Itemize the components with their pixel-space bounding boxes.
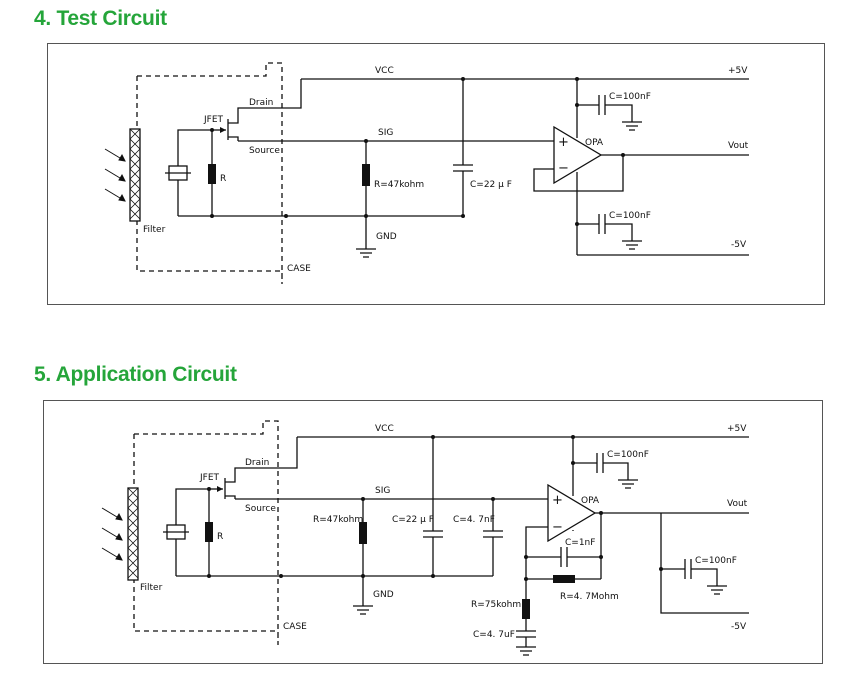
plus5v-label: +5V [728,66,748,76]
vout-label: Vout [727,499,748,509]
svg-text:−: − [558,161,569,176]
bypass-capacitor-top [596,453,604,473]
r47k-label: R=47kohm [313,515,363,525]
filter-hatch [129,128,141,220]
ground-symbol [356,248,376,258]
drain-label: Drain [245,458,269,468]
r75k-label: R=75kohm [471,600,521,610]
filter-hatch [127,487,139,579]
resistor-75k [522,599,530,619]
gate-resistor [208,164,216,184]
incident-light-arrows [101,507,123,561]
load-resistor-47k [362,164,370,186]
minus5v-label: -5V [731,622,747,632]
opa-label: OPA [585,138,604,148]
source-label: Source [249,146,280,156]
feedback-resistor-4m7 [553,575,575,583]
svg-text:−: − [552,520,563,535]
incident-light-arrows [104,148,126,202]
source-label: Source [245,504,276,514]
filter-label: Filter [143,225,166,235]
output-capacitor-100n [684,559,692,579]
load-resistor-47k [359,522,367,544]
test-circuit-diagram: + − VCC +5V JFET Drain Source SIG OPA Vo… [47,43,825,305]
case-outline [133,420,279,645]
test-circuit-schematic: + − VCC +5V JFET Drain Source SIG OPA Vo… [104,62,749,284]
vcc-label: VCC [375,66,394,76]
application-circuit-heading: 5. Application Circuit [34,363,237,386]
sig-label: SIG [375,486,390,496]
filter-element [127,487,139,581]
vout-label: Vout [728,141,749,151]
bypass-capacitor-bottom [598,214,606,234]
c4n7-label: C=4. 7nF [453,515,495,525]
capacitor-4n7 [483,530,503,538]
gate-resistor-label: R [220,174,226,184]
application-circuit-schematic: + − VCC +5V JFET Drai [101,420,749,656]
jfet-label: JFET [203,115,224,125]
application-circuit-diagram: + − VCC +5V JFET Drai [43,400,823,664]
ground-symbol [353,605,373,615]
plus5v-label: +5V [727,424,747,434]
test-circuit-heading: 4. Test Circuit [34,7,167,30]
c1n-label: C=1nF [565,538,595,548]
r4m7-label: R=4. 7Mohm [560,592,619,602]
c100n-top-label: C=100nF [609,92,651,102]
gate-resistor-label: R [217,532,223,542]
case-label: CASE [283,622,307,632]
jfet-transistor [209,437,298,499]
capacitor-22uf [453,164,473,172]
jfet-transistor [212,79,302,141]
capacitor-22uf [423,530,443,538]
capacitor-4u7 [516,630,536,638]
vcc-label: VCC [375,424,394,434]
c22u-label: C=22 μ F [392,515,434,525]
c100n-bottom-label: C=100nF [609,211,651,221]
gnd-label: GND [376,232,397,242]
feedback-capacitor-1n [560,547,568,567]
filter-label: Filter [140,583,163,593]
c100n-top-label: C=100nF [607,450,649,460]
svg-text:+: + [552,493,563,508]
bypass-capacitor-top [598,95,606,115]
jfet-label: JFET [199,473,220,483]
minus5v-label: -5V [731,240,747,250]
sig-label: SIG [378,128,393,138]
c4u7-label: C=4. 7uF [473,630,515,640]
filter-element [129,128,141,222]
r47k-label: R=47kohm [374,180,424,190]
gate-resistor [205,522,213,542]
c100n-out-label: C=100nF [695,556,737,566]
gnd-label: GND [373,590,394,600]
case-label: CASE [287,264,311,274]
opamp [547,483,597,543]
opamp [553,125,603,185]
c22u-label: C=22 μ F [470,180,512,190]
opa-label: OPA [581,496,600,506]
svg-text:+: + [558,135,569,150]
drain-label: Drain [249,98,273,108]
